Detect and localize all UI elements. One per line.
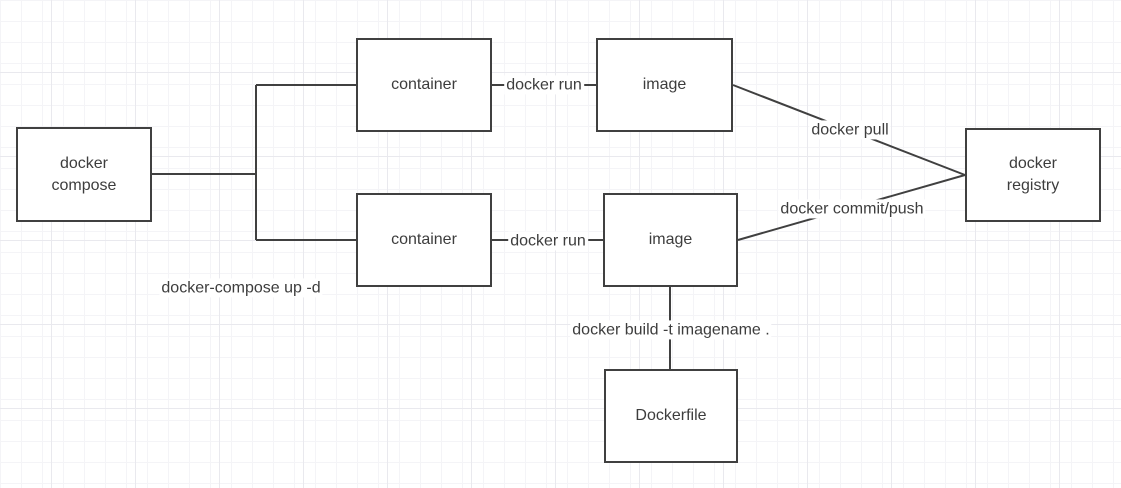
node-dockerfile-label: Dockerfile — [635, 407, 707, 425]
node-image-bottom[interactable]: image — [603, 193, 738, 287]
node-container-top[interactable]: container — [356, 38, 492, 132]
edge-label-docker-run-bottom[interactable]: docker run — [508, 231, 588, 251]
node-dockerfile[interactable]: Dockerfile — [604, 369, 738, 463]
node-docker-compose-label: docker compose — [51, 154, 117, 194]
edge-label-docker-commit-push[interactable]: docker commit/push — [778, 199, 926, 219]
edge-label-docker-compose-up[interactable]: docker-compose up -d — [159, 278, 323, 298]
edge-label-docker-run-top[interactable]: docker run — [504, 75, 584, 95]
node-container-top-label: container — [391, 76, 457, 94]
edge-label-docker-pull[interactable]: docker pull — [809, 120, 891, 140]
node-image-top[interactable]: image — [596, 38, 733, 132]
node-image-top-label: image — [642, 76, 687, 94]
node-docker-registry[interactable]: docker registry — [965, 128, 1101, 222]
edge-label-docker-build[interactable]: docker build -t imagename . — [570, 320, 772, 340]
node-docker-compose[interactable]: docker compose — [16, 127, 152, 222]
node-image-bottom-label: image — [648, 231, 693, 249]
node-container-bottom-label: container — [391, 231, 457, 249]
node-container-bottom[interactable]: container — [356, 193, 492, 287]
node-docker-registry-label: docker registry — [1006, 155, 1060, 194]
